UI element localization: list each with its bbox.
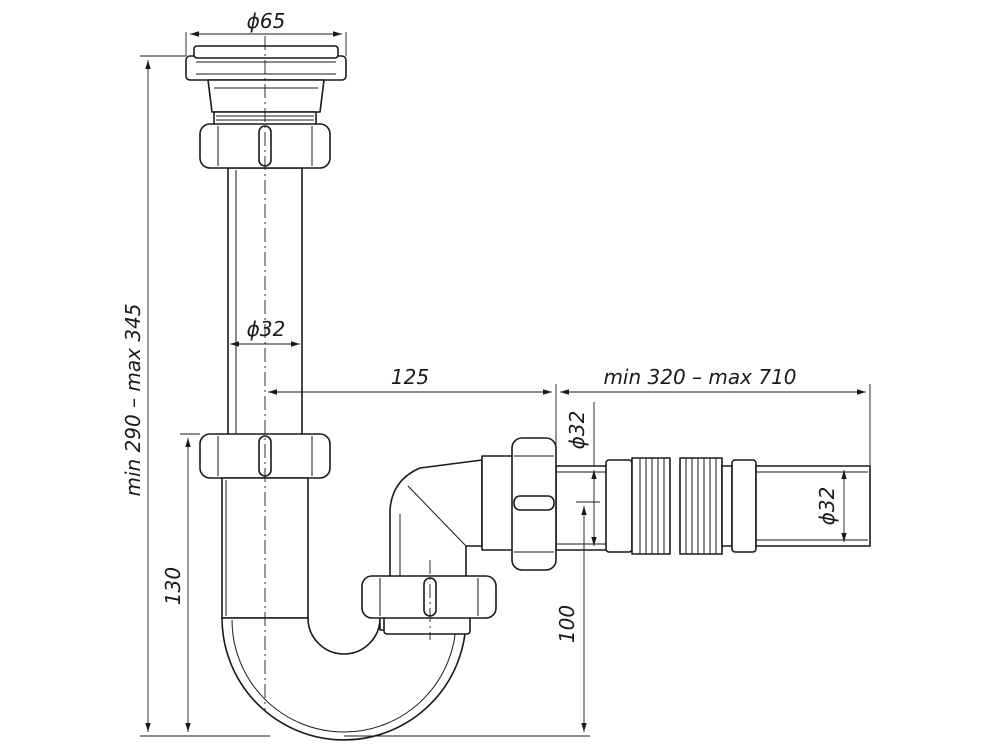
offset-label: 125 [391, 365, 429, 389]
center-lines [264, 36, 431, 710]
drain-flange [185, 45, 347, 127]
outlet-diameter-label: ϕ32 [565, 411, 589, 450]
flange-diameter-label: ϕ65 [247, 9, 286, 33]
dim-hose-length: min 320 – max 710 [560, 365, 871, 466]
dim-outlet-diameter: ϕ32 [565, 402, 597, 546]
outlet-nut [511, 437, 557, 571]
dim-total-height: min 290 – max 345 [121, 55, 270, 737]
dim-trap-height: 130 [161, 433, 200, 732]
dim-outlet-height: 100 [344, 501, 600, 737]
dim-offset: 125 [268, 365, 557, 450]
dim-flange-diameter: ϕ65 [185, 9, 347, 56]
hose-length-label: min 320 – max 710 [603, 365, 796, 389]
hose-diameter-label: ϕ32 [815, 487, 839, 526]
flex-hose [605, 457, 871, 555]
dim-hose-diameter: ϕ32 [815, 470, 847, 542]
trap-nut [361, 575, 497, 619]
pipe-diameter-label: ϕ32 [247, 317, 286, 341]
trap-height-label: 130 [161, 567, 185, 605]
outlet-height-label: 100 [555, 605, 579, 643]
dim-pipe-diameter: ϕ32 [230, 317, 300, 347]
total-height-label: min 290 – max 345 [121, 303, 145, 496]
trap-riser [389, 459, 483, 579]
